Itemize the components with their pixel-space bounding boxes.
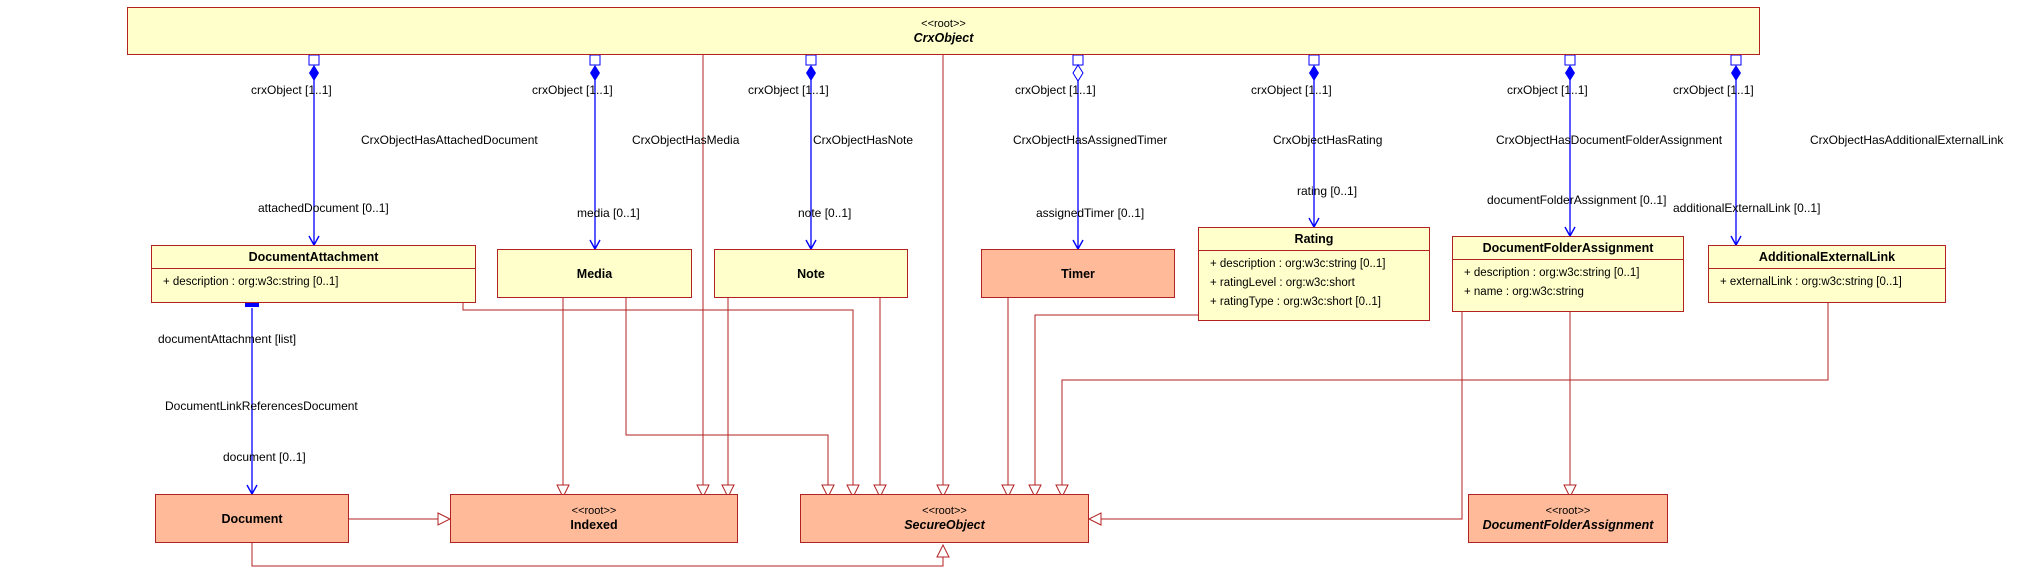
class-note-name: Note — [797, 266, 825, 281]
assoc-end-square — [1564, 54, 1576, 66]
class-attribute: + description : org:w3c:string [0..1] — [1210, 258, 1386, 270]
composition-diamond-icon — [309, 65, 319, 81]
class-documentfolderassignment-name: DocumentFolderAssignment — [1453, 237, 1683, 260]
assoc-end-square — [1308, 54, 1320, 66]
class-documentfolderassignment[interactable]: DocumentFolderAssignment + description :… — [1452, 236, 1684, 312]
source-role-label: crxObject [1..1] — [748, 83, 829, 97]
class-additionalexternallink-name: AdditionalExternalLink — [1709, 246, 1945, 269]
composition-diamond-icon — [1565, 65, 1575, 81]
source-role-label: crxObject [1..1] — [1507, 83, 1588, 97]
class-rating-name: Rating — [1199, 228, 1429, 251]
class-timer-name: Timer — [1061, 266, 1095, 281]
gen-attachment-secureobject — [462, 303, 860, 499]
association-end-markers — [245, 54, 1742, 307]
source-role-label: crxObject [1..1] — [1015, 83, 1096, 97]
association-lines — [246, 73, 1742, 496]
class-crxobject[interactable]: <<root>> CrxObject — [127, 7, 1760, 55]
class-documentfolderassignment-root-stereotype: <<root>> — [1545, 505, 1591, 517]
association-name-label: CrxObjectHasRating — [1273, 133, 1383, 147]
class-rating[interactable]: Rating + description : org:w3c:string [0… — [1198, 227, 1430, 321]
target-role-label: assignedTimer [0..1] — [1036, 206, 1145, 220]
class-note[interactable]: Note — [714, 249, 908, 298]
source-role-label: crxObject [1..1] — [251, 83, 332, 97]
gen-document-secureobject — [251, 543, 950, 567]
assoc-end-square — [308, 54, 320, 66]
aggregation-diamond-icon — [1072, 64, 1084, 82]
class-documentfolderassignment-root-name: DocumentFolderAssignment — [1482, 518, 1654, 532]
class-documentfolderassignment-root[interactable]: <<root>> DocumentFolderAssignment — [1468, 494, 1668, 543]
class-documentattachment-name: DocumentAttachment — [152, 246, 475, 269]
assoc-end-square — [1730, 54, 1742, 66]
class-attribute: + name : org:w3c:string — [1464, 286, 1584, 298]
class-secureobject[interactable]: <<root>> SecureObject — [800, 494, 1089, 543]
association-name-label: CrxObjectHasMedia — [632, 133, 740, 147]
class-crxobject-name: CrxObject — [913, 30, 974, 45]
assoc-end-square — [589, 54, 601, 66]
class-attribute: + description : org:w3c:string [0..1] — [1464, 267, 1640, 279]
class-indexed-stereotype: <<root>> — [571, 505, 617, 517]
composition-diamond-icon — [1309, 65, 1319, 81]
class-secureobject-stereotype: <<root>> — [922, 505, 967, 517]
class-attribute: + description : org:w3c:string [0..1] — [163, 276, 339, 288]
target-role-label: additionalExternalLink [0..1] — [1673, 201, 1821, 215]
class-timer[interactable]: Timer — [981, 249, 1175, 298]
assoc-end-bar — [245, 303, 259, 307]
assoc-end-square — [1072, 54, 1084, 66]
class-additionalexternallink[interactable]: AdditionalExternalLink + externalLink : … — [1708, 245, 1946, 303]
gen-folder-secureobject — [1087, 312, 1463, 526]
assoc-end-square — [805, 54, 817, 66]
association-name-label: CrxObjectHasAssignedTimer — [1013, 133, 1168, 147]
class-documentattachment[interactable]: DocumentAttachment + description : org:w… — [151, 245, 476, 303]
gen-rating-secureobject — [1028, 314, 1198, 499]
class-media[interactable]: Media — [497, 249, 692, 298]
association-name-label: CrxObjectHasNote — [813, 133, 914, 147]
target-role-label: documentFolderAssignment [0..1] — [1487, 193, 1667, 207]
source-role-label: crxObject [1..1] — [532, 83, 613, 97]
association-name-label: CrxObjectHasDocumentFolderAssignment — [1496, 133, 1723, 147]
class-secureobject-name: SecureObject — [904, 518, 985, 532]
class-indexed-name: Indexed — [570, 518, 618, 532]
source-role-label: documentAttachment [list] — [158, 332, 297, 346]
target-role-label: media [0..1] — [577, 206, 640, 220]
gen-media-secureobject — [625, 298, 835, 499]
target-role-label: rating [0..1] — [1297, 184, 1358, 198]
class-attribute: + ratingType : org:w3c:short [0..1] — [1210, 296, 1381, 308]
composition-diamond-icon — [590, 65, 600, 81]
source-role-label: crxObject [1..1] — [1251, 83, 1332, 97]
composition-diamond-icon — [1731, 65, 1741, 81]
generalization-lines — [251, 55, 1829, 567]
class-document-name: Document — [221, 511, 283, 526]
class-crxobject-stereotype: <<root>> — [921, 17, 966, 30]
class-document[interactable]: Document — [155, 494, 349, 543]
association-name-label: DocumentLinkReferencesDocument — [165, 399, 358, 413]
class-media-name: Media — [576, 266, 613, 281]
gen-externallink-secureobject — [1055, 303, 1829, 499]
target-role-label: note [0..1] — [798, 206, 852, 220]
source-role-label: crxObject [1..1] — [1673, 83, 1754, 97]
association-name-label: CrxObjectHasAttachedDocument — [361, 133, 538, 147]
class-attribute: + ratingLevel : org:w3c:short — [1210, 277, 1355, 289]
class-attribute: + externalLink : org:w3c:string [0..1] — [1720, 276, 1902, 288]
composition-diamond-icon — [806, 65, 816, 81]
association-name-label: CrxObjectHasAdditionalExternalLink — [1810, 133, 2004, 147]
target-role-label: attachedDocument [0..1] — [258, 201, 389, 215]
class-indexed[interactable]: <<root>> Indexed — [450, 494, 738, 543]
target-role-label: document [0..1] — [223, 450, 306, 464]
